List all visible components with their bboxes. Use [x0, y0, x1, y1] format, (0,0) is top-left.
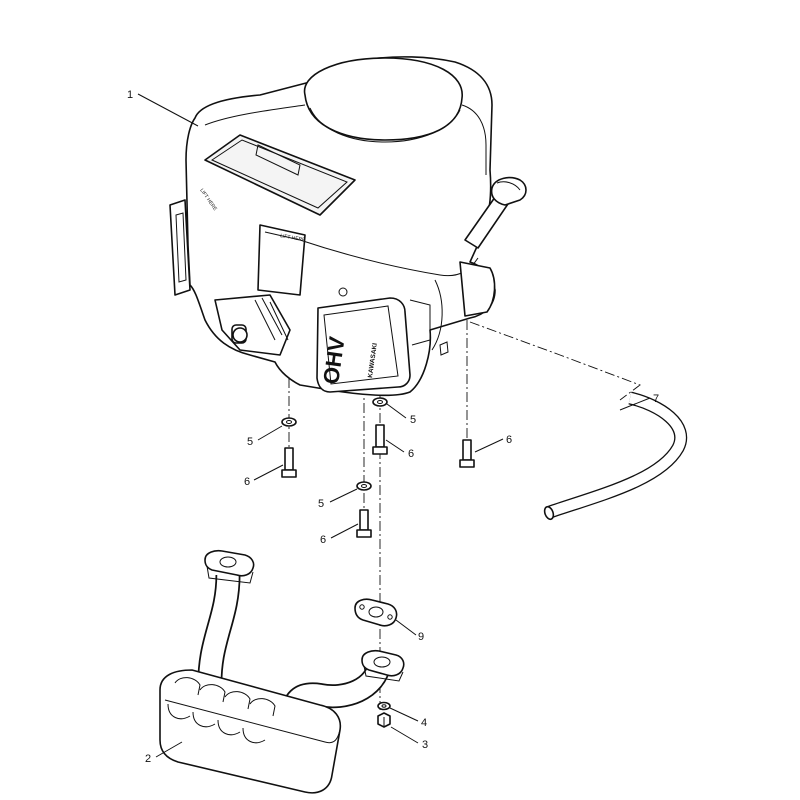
air-cleaner-rim [309, 107, 461, 143]
leader-5a [257, 425, 283, 441]
washers [281, 397, 388, 491]
grille-line [264, 231, 301, 241]
oil-fill-cap [490, 176, 527, 206]
right-linkage [409, 299, 431, 346]
callout-3: 3 [422, 739, 428, 751]
mount-point [338, 287, 348, 297]
linkage-lines [254, 297, 289, 341]
valve-cover-inner [323, 305, 399, 385]
air-cleaner-cover [303, 57, 463, 141]
washer-left [281, 417, 297, 427]
bolts [281, 424, 475, 538]
leader-1 [137, 93, 199, 127]
lift-here-decal-2: LIFT HERE [280, 233, 307, 243]
shroud-edge [204, 104, 306, 126]
callout-9: 9 [418, 631, 424, 643]
muffler [159, 549, 405, 794]
leader-6a [253, 464, 284, 481]
leader-6b [385, 439, 405, 453]
shroud-edge-right [461, 104, 487, 175]
leader-lines [137, 93, 651, 758]
callout-2: 2 [145, 753, 151, 765]
front-grille [257, 224, 306, 296]
shroud-top-panel [204, 134, 356, 216]
breather-tube [543, 391, 687, 521]
shroud-top-panel-inner [210, 139, 348, 209]
leader-2 [155, 741, 183, 758]
leader-3 [390, 726, 419, 744]
washer-center-top [372, 397, 388, 407]
washer-center [356, 481, 372, 491]
leader-5c [329, 488, 358, 503]
muffler-body [159, 669, 342, 794]
engine [169, 56, 527, 397]
leader-6d [474, 438, 504, 453]
leader-9 [395, 619, 417, 636]
leader-6c [330, 523, 359, 539]
choke-knob [232, 327, 248, 343]
callout-6-center: 6 [320, 534, 326, 546]
right-shroud-curve [431, 279, 443, 351]
leader-4 [389, 707, 419, 722]
leader-5b [386, 403, 407, 419]
callout-1: 1 [127, 89, 133, 101]
muffler-flange-lower [361, 649, 405, 677]
exhaust-gasket [354, 598, 398, 627]
bolt-center [356, 509, 372, 538]
lift-handle-1 [255, 144, 301, 176]
callout-labels: 1 2 3 4 5 5 5 6 6 6 6 7 9 [127, 89, 659, 765]
callout-6-center-top: 6 [408, 448, 414, 460]
callout-4: 4 [421, 717, 427, 729]
callout-5-center-top: 5 [410, 414, 416, 426]
callout-6-left: 6 [244, 476, 250, 488]
brand-decal: KAWASAKI [367, 342, 379, 378]
callout-6-right: 6 [506, 434, 512, 446]
hex-nut [377, 712, 391, 728]
valve-cover-plate [316, 297, 411, 393]
breather-housing [459, 261, 496, 317]
bolt-left [281, 447, 297, 478]
bolt-center-top [372, 424, 388, 455]
callout-5-center: 5 [318, 498, 324, 510]
axis-breather-tube [469, 321, 641, 401]
left-side-panel-inner [175, 212, 187, 283]
callout-5-left: 5 [247, 436, 253, 448]
lock-washer [377, 701, 391, 711]
left-side-panel [169, 199, 191, 296]
oil-cap-ridge [496, 181, 521, 191]
callout-7: 7 [653, 393, 659, 405]
muffler-flange-upper [204, 549, 255, 577]
small-tab [439, 341, 449, 356]
breather-tube-end [543, 505, 555, 521]
muffler-seam [164, 699, 341, 744]
leader-7 [619, 397, 651, 411]
bolt-right [459, 439, 475, 468]
